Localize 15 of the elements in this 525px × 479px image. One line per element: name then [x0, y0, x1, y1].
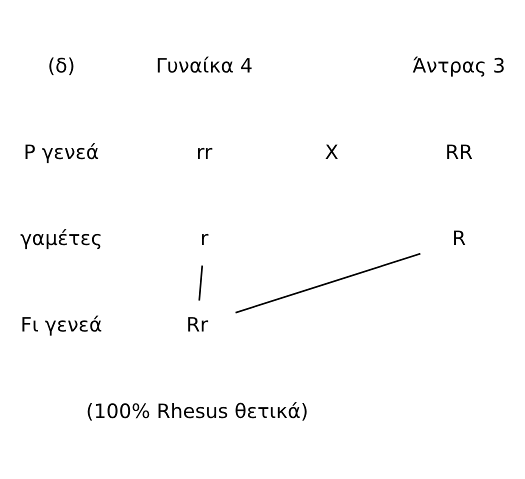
node-text: r: [200, 226, 208, 250]
label: Άντρας 3: [412, 54, 505, 78]
label: (100% Rhesus θετικά): [85, 399, 308, 422]
label: RR: [444, 140, 472, 164]
label: P γενεά: [23, 140, 99, 164]
node-text: R: [452, 226, 466, 250]
connector: [234, 252, 420, 313]
connector: [198, 265, 203, 300]
label: rr: [196, 140, 212, 164]
label: Fι γενεά: [20, 313, 102, 336]
label: (δ): [47, 54, 75, 78]
label: γαμέτες: [20, 226, 102, 250]
node-text: Rr: [186, 313, 208, 336]
label: Γυναίκα 4: [155, 54, 252, 78]
label: X: [324, 140, 338, 164]
